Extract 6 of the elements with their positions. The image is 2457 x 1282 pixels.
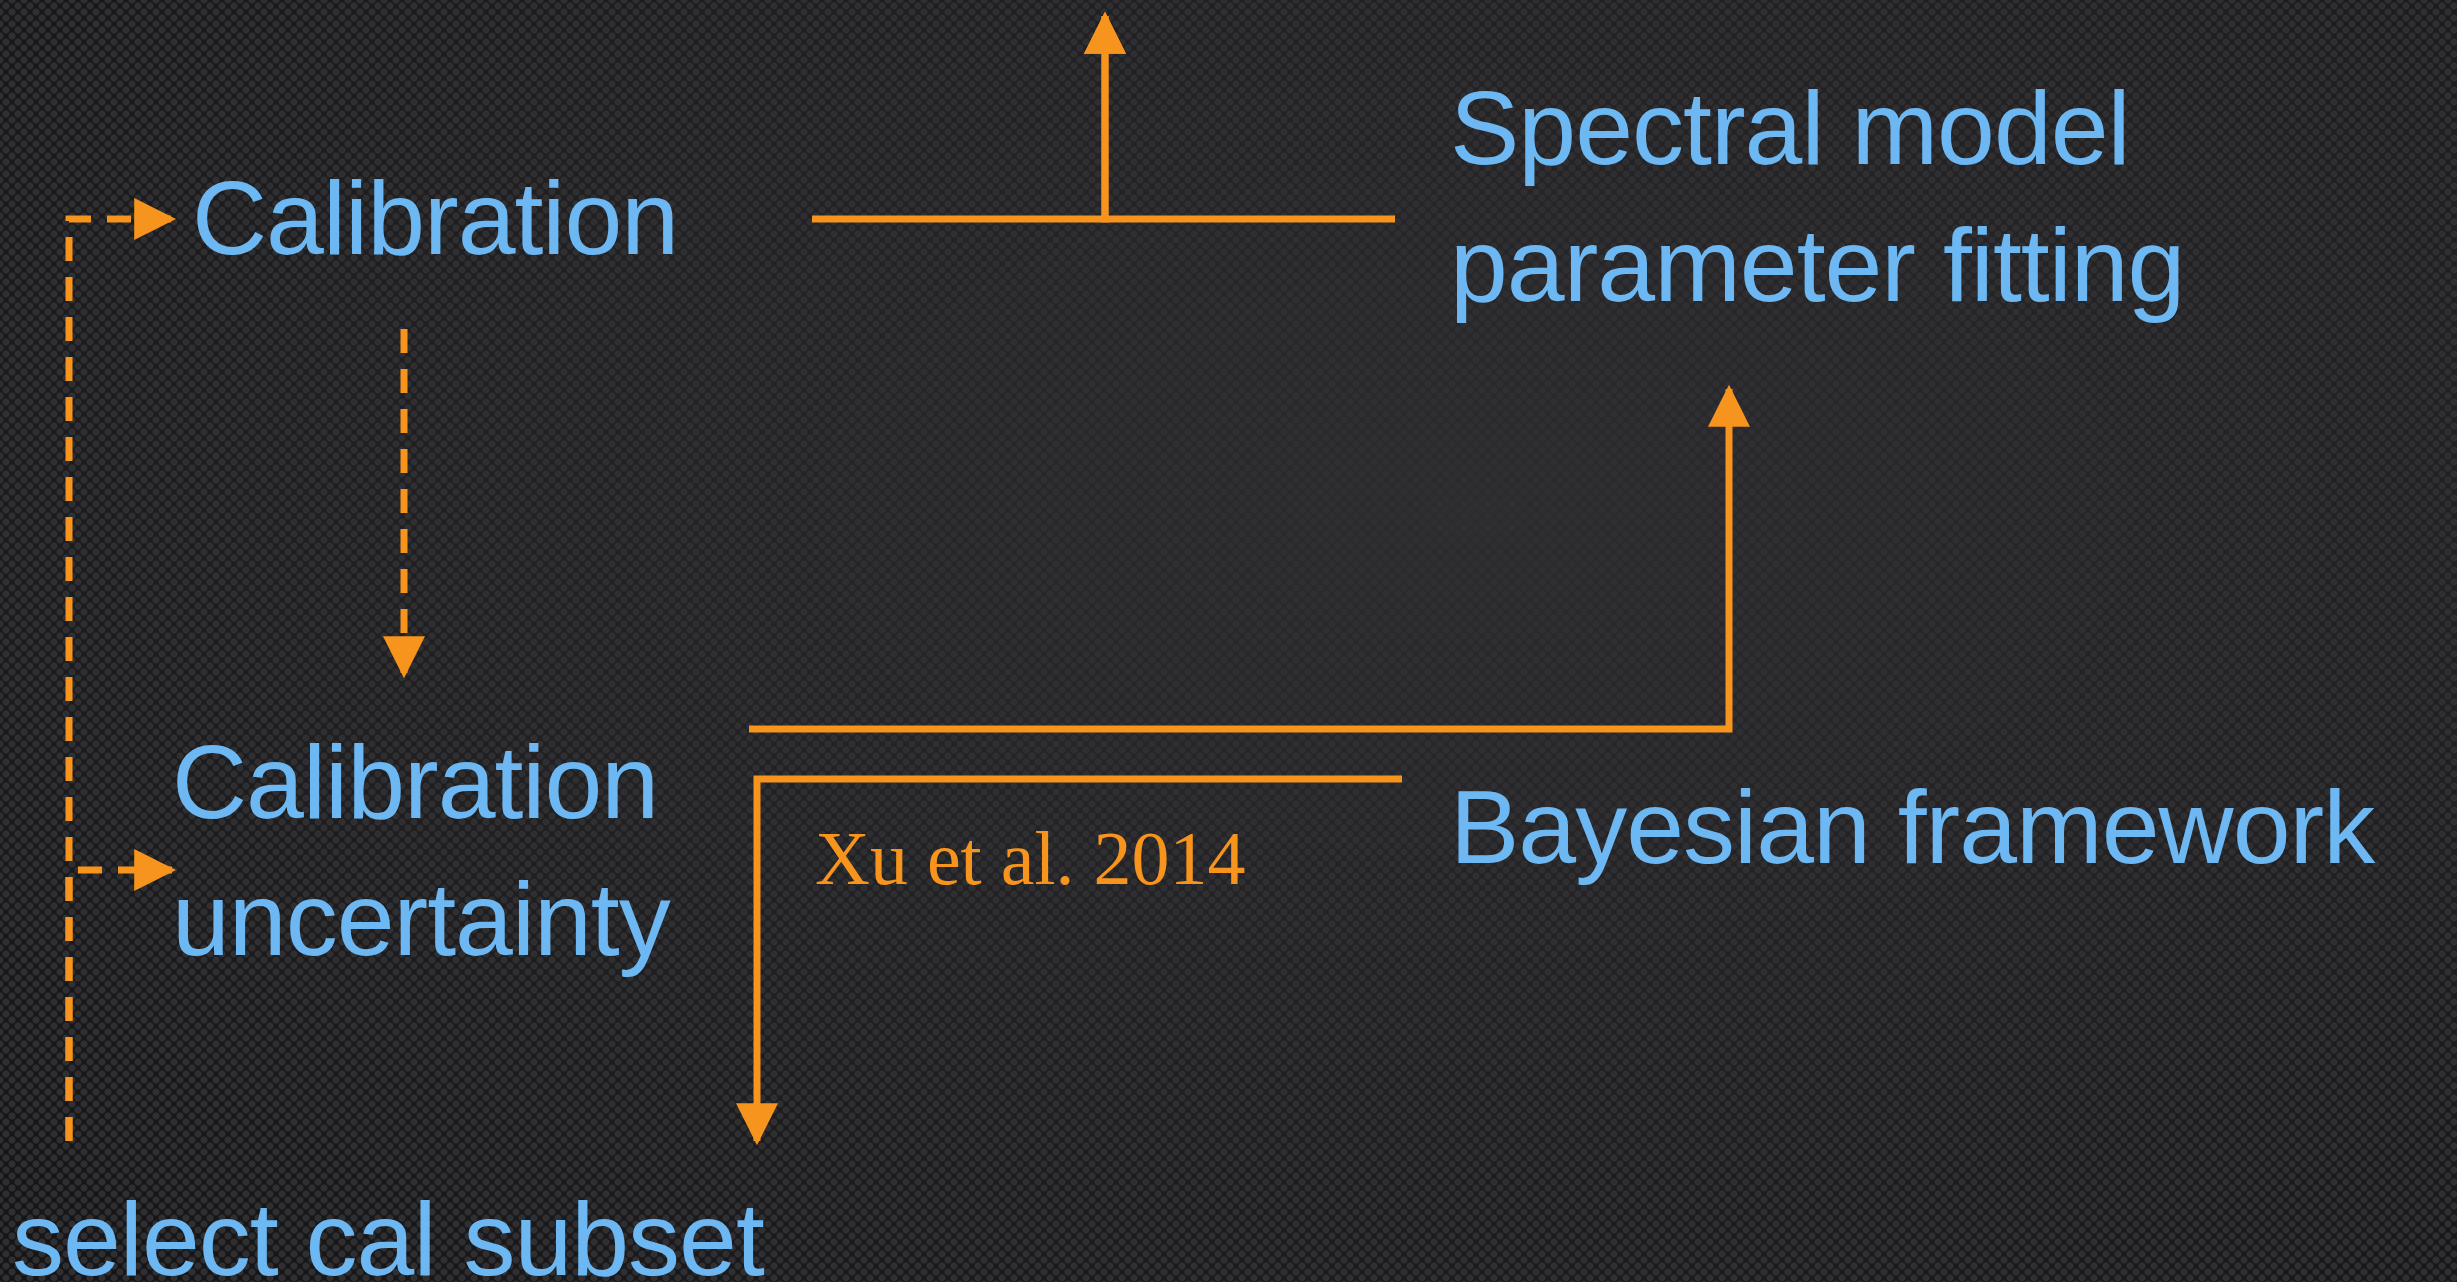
node-label: select cal subset	[12, 1180, 764, 1282]
node-label: Calibration uncertainty	[172, 723, 672, 980]
node-label: Spectral model parameter fitting	[1450, 69, 2186, 326]
node-label: Calibration	[192, 159, 679, 278]
citation-note: Xu et al. 2014	[815, 815, 1246, 902]
node-label: Bayesian framework	[1450, 768, 2375, 887]
